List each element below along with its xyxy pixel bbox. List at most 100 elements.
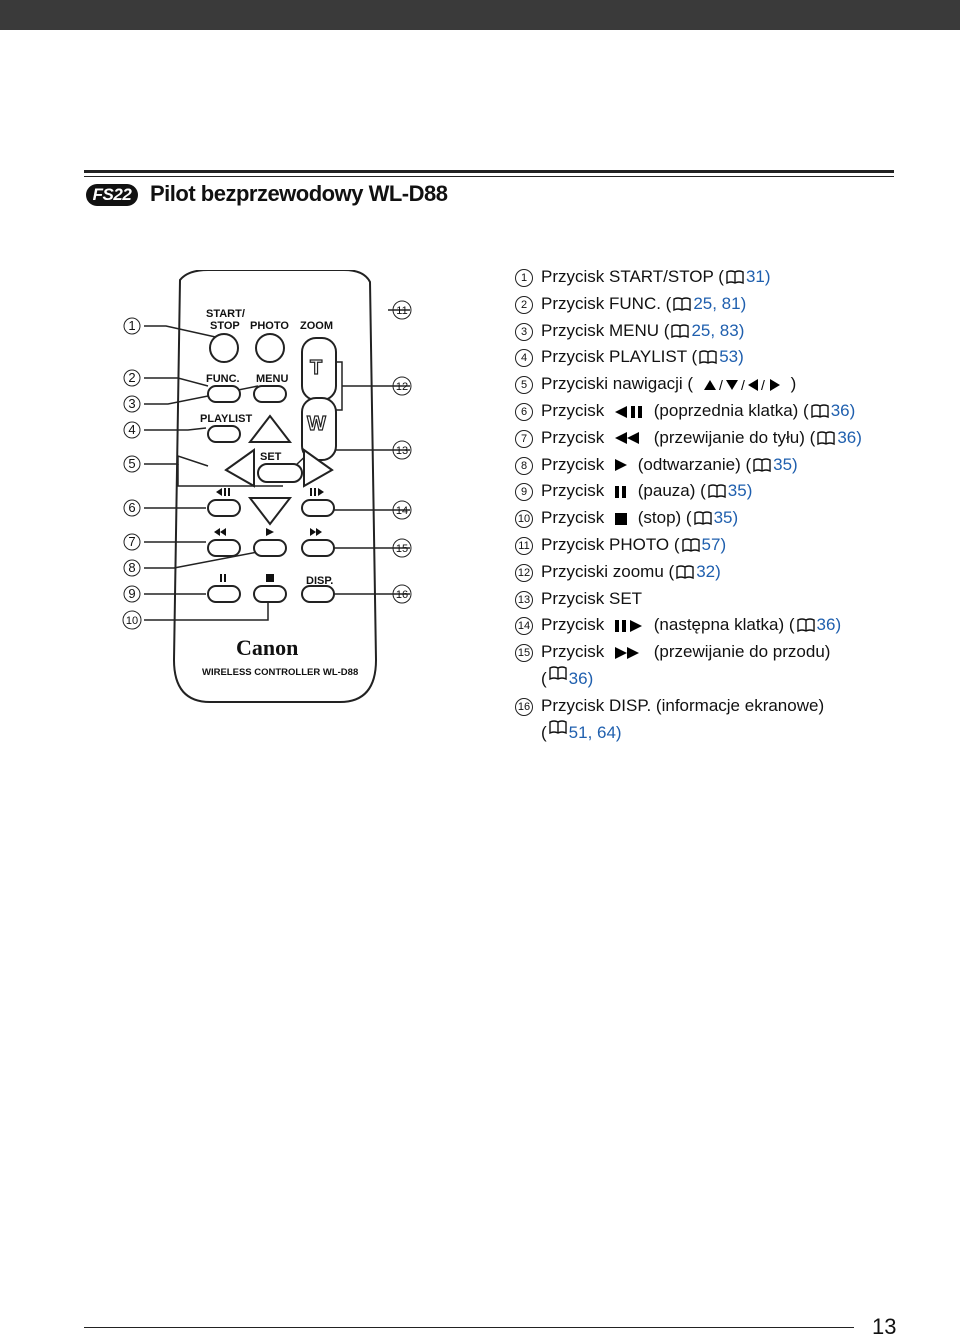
header-rule-thin — [84, 176, 894, 177]
nav-up-button[interactable] — [247, 414, 293, 443]
svg-text:2: 2 — [128, 370, 135, 385]
book-icon — [548, 719, 567, 734]
item-number: 13 — [515, 586, 541, 613]
section-title: Pilot bezprzewodowy WL-D88 — [150, 181, 448, 206]
footer-rule — [84, 1327, 854, 1328]
item-number: 5 — [515, 371, 541, 398]
header-rule-thick — [84, 170, 894, 173]
play-icon — [615, 459, 628, 472]
label-stop: STOP — [210, 320, 240, 332]
label-func: FUNC. — [206, 373, 240, 385]
playlist-button[interactable] — [207, 425, 241, 443]
item-number: 7 — [515, 425, 541, 452]
page-number: 13 — [872, 1314, 897, 1339]
rewind-button[interactable] — [207, 539, 241, 557]
prev-frame-button[interactable] — [207, 499, 241, 517]
book-icon — [726, 270, 744, 285]
rewind-icon — [615, 432, 640, 445]
svg-text:6: 6 — [128, 500, 135, 515]
nav-down-button[interactable] — [247, 497, 293, 526]
svg-text:13: 13 — [396, 445, 408, 457]
label-zoom: ZOOM — [300, 320, 333, 332]
next-frame-icon — [615, 619, 643, 632]
stop-button[interactable] — [253, 585, 287, 603]
svg-text:3: 3 — [128, 396, 135, 411]
svg-text:11: 11 — [396, 305, 407, 317]
item-number: 4 — [515, 344, 541, 371]
pause-button[interactable] — [207, 585, 241, 603]
menu-button[interactable] — [253, 385, 287, 403]
nav-left-button[interactable] — [224, 448, 255, 488]
next-frame-button[interactable] — [301, 499, 335, 517]
fast-forward-icon — [615, 646, 640, 659]
zoom-t-letter: T — [310, 357, 322, 379]
nav-arrows-icon: / / / — [703, 378, 780, 392]
item-number: 2 — [515, 291, 541, 318]
set-button[interactable] — [257, 463, 303, 483]
book-icon — [548, 666, 567, 681]
item-number: 16 — [515, 693, 541, 720]
book-icon — [699, 350, 717, 365]
svg-text:/: / — [761, 378, 765, 392]
disp-button[interactable] — [301, 585, 335, 603]
list-item-continuation: (51, 64) — [515, 719, 935, 747]
svg-text:14: 14 — [396, 505, 408, 517]
label-menu: MENU — [256, 373, 288, 385]
pause-icon — [615, 485, 627, 498]
item-number: 11 — [515, 532, 541, 559]
nav-right-button[interactable] — [303, 448, 334, 488]
svg-text:10: 10 — [126, 615, 138, 627]
svg-text:4: 4 — [128, 422, 135, 437]
svg-text:5: 5 — [128, 456, 135, 471]
item-number: 6 — [515, 398, 541, 425]
label-playlist: PLAYLIST — [200, 413, 252, 425]
svg-text:1: 1 — [128, 318, 135, 333]
label-photo: PHOTO — [250, 320, 289, 332]
item-number: 10 — [515, 505, 541, 532]
item-number: 9 — [515, 478, 541, 505]
item-number: 15 — [515, 639, 541, 666]
svg-text:8: 8 — [128, 560, 135, 575]
book-icon — [817, 431, 836, 445]
model-badge: FS22 — [86, 184, 138, 206]
label-set: SET — [260, 451, 282, 463]
svg-text:9: 9 — [128, 586, 135, 601]
top-bar — [0, 0, 960, 30]
book-icon — [671, 323, 690, 338]
item-number: 14 — [515, 612, 541, 639]
photo-button[interactable] — [255, 333, 285, 363]
svg-text:7: 7 — [128, 534, 135, 549]
model-label: WIRELESS CONTROLLER WL-D88 — [202, 667, 358, 678]
book-icon — [681, 538, 700, 553]
prev-frame-icon — [615, 405, 643, 418]
start-stop-button[interactable] — [209, 333, 239, 363]
svg-text:/: / — [741, 378, 745, 392]
label-start: START/ — [206, 308, 245, 320]
svg-text:15: 15 — [396, 543, 408, 555]
svg-text:/: / — [719, 378, 723, 392]
svg-text:16: 16 — [396, 589, 408, 601]
fast-forward-button[interactable] — [301, 539, 335, 557]
func-button[interactable] — [207, 385, 241, 403]
list-item-continuation: (36) — [515, 666, 935, 693]
stop-icon — [615, 512, 628, 525]
zoom-w-letter: W — [307, 413, 326, 435]
remote-illustration: START/ STOP PHOTO ZOOM FUNC. MENU PLAYLI… — [122, 270, 412, 703]
book-icon — [693, 511, 712, 526]
play-button[interactable] — [253, 539, 287, 557]
book-icon — [673, 297, 692, 311]
book-icon — [708, 484, 726, 499]
